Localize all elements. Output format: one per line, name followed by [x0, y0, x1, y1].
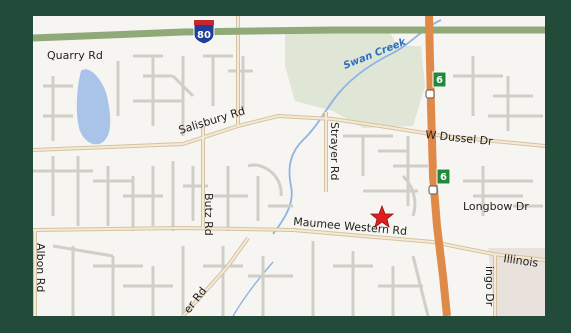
label-ingo-dr: ingo Dr	[483, 266, 496, 307]
interstate-80	[33, 26, 545, 42]
route-shield-south: 6	[436, 168, 451, 185]
route-shield-north: 6	[432, 71, 447, 88]
interchange-south	[428, 185, 438, 195]
commercial-area	[488, 248, 545, 316]
quarry-lake	[76, 69, 111, 145]
local-streets	[33, 54, 543, 316]
star-marker-icon[interactable]	[369, 204, 395, 228]
interchange-north	[425, 89, 435, 99]
label-strayer-rd: Strayer Rd	[328, 122, 341, 180]
map-svg: 80 6 6 Quarry Rd Swan Creek Salisbury Rd…	[33, 16, 545, 316]
label-illinois: Illinois	[503, 252, 540, 270]
map-canvas[interactable]: 80 6 6 Quarry Rd Swan Creek Salisbury Rd…	[33, 16, 545, 316]
label-longbow-dr: Longbow Dr	[463, 200, 529, 213]
svg-text:6: 6	[440, 172, 447, 183]
label-quarry-rd: Quarry Rd	[47, 49, 103, 62]
label-albon-rd: Albon Rd	[34, 243, 47, 292]
svg-text:6: 6	[436, 75, 443, 86]
label-butz-rd: Butz Rd	[202, 193, 215, 236]
swan-creek	[272, 19, 442, 235]
interstate-number: 80	[197, 30, 211, 41]
creek-branch	[232, 261, 274, 316]
interstate-shield: 80	[193, 19, 215, 45]
